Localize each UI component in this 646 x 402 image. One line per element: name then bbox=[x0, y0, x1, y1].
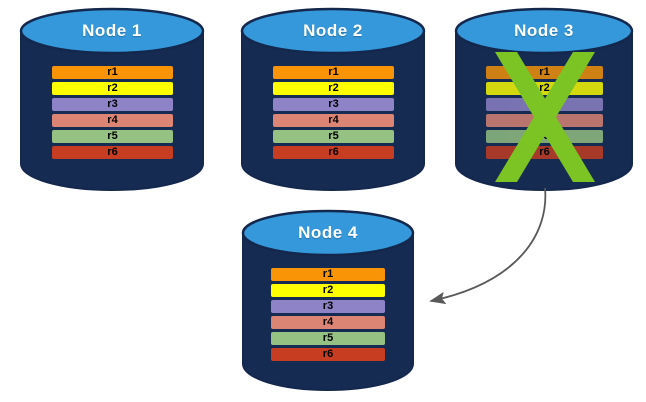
data-row-r5[interactable]: r5 bbox=[273, 130, 394, 143]
data-row-r2[interactable]: r2 bbox=[52, 82, 173, 95]
data-row-r5[interactable]: r5 bbox=[52, 130, 173, 143]
data-row-r6[interactable]: r6 bbox=[52, 146, 173, 159]
data-row-r2[interactable]: r2 bbox=[271, 284, 385, 297]
data-row-r1[interactable]: r1 bbox=[273, 66, 394, 79]
data-row-r3[interactable]: r3 bbox=[271, 300, 385, 313]
data-row-r6[interactable]: r6 bbox=[273, 146, 394, 159]
cylinder-top-ellipse bbox=[19, 7, 205, 55]
data-row-r1[interactable]: r1 bbox=[271, 268, 385, 281]
arrow-path bbox=[429, 187, 547, 305]
cylinder-top-ellipse bbox=[240, 7, 426, 55]
data-row-r1[interactable]: r1 bbox=[52, 66, 173, 79]
data-row-r3[interactable]: r3 bbox=[273, 98, 394, 111]
data-row-r4[interactable]: r4 bbox=[271, 316, 385, 329]
data-row-r4[interactable]: r4 bbox=[52, 114, 173, 127]
data-row-r2[interactable]: r2 bbox=[273, 82, 394, 95]
cylinder-top-ellipse bbox=[241, 209, 415, 257]
data-row-r6[interactable]: r6 bbox=[271, 348, 385, 361]
data-row-r3[interactable]: r3 bbox=[52, 98, 173, 111]
data-row-r4[interactable]: r4 bbox=[273, 114, 394, 127]
data-row-r5[interactable]: r5 bbox=[271, 332, 385, 345]
